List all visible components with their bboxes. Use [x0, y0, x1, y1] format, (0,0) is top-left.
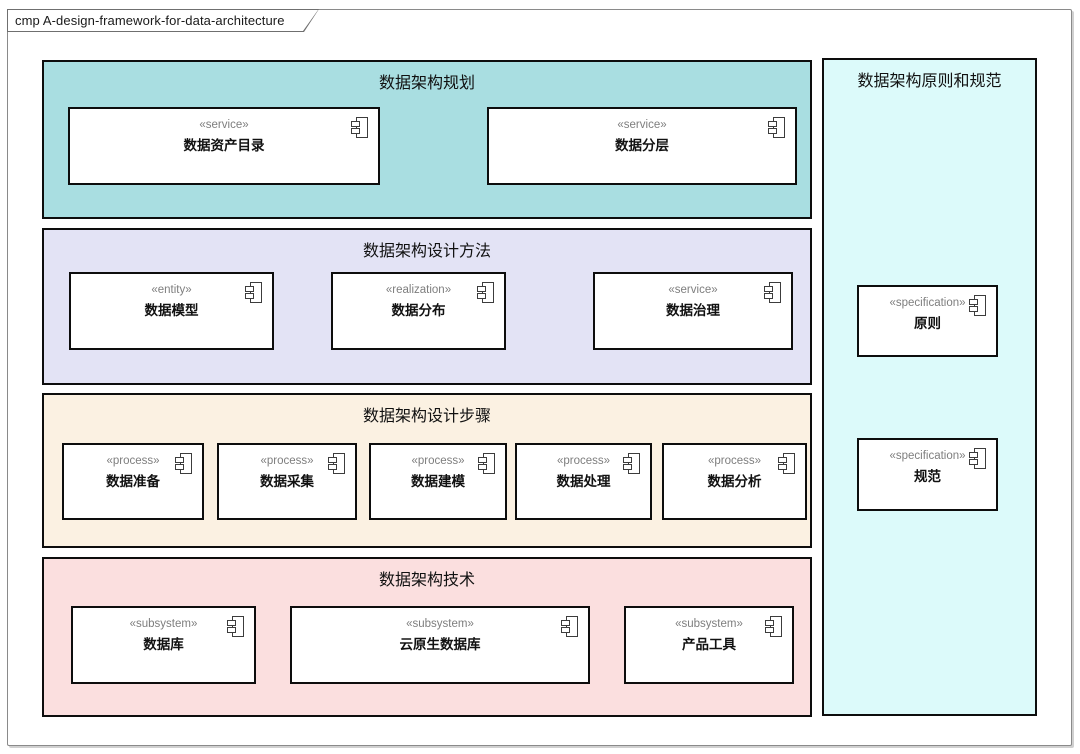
- stereotype-label: «process»: [260, 455, 314, 467]
- component-box[interactable]: «process» 数据建模: [369, 443, 507, 520]
- component-box[interactable]: «specification» 原则: [857, 285, 998, 357]
- uml-component-icon: [328, 453, 345, 474]
- component-name: 产品工具: [682, 637, 736, 653]
- stereotype-label: «subsystem»: [406, 618, 474, 630]
- uml-component-icon: [351, 117, 368, 138]
- component-box[interactable]: «process» 数据分析: [662, 443, 807, 520]
- stereotype-label: «specification»: [889, 450, 966, 462]
- component-box[interactable]: «process» 数据采集: [217, 443, 357, 520]
- uml-component-icon: [227, 616, 244, 637]
- group-title: 数据架构原则和规范: [857, 73, 1002, 90]
- component-name: 数据建模: [411, 474, 465, 490]
- component-name: 数据治理: [666, 303, 720, 319]
- group-title: 数据架构设计步骤: [362, 408, 491, 425]
- component-box[interactable]: «process» 数据准备: [62, 443, 204, 520]
- uml-component-icon: [765, 616, 782, 637]
- group-title: 数据架构设计方法: [362, 243, 491, 260]
- component-box[interactable]: «specification» 规范: [857, 438, 998, 511]
- group-title: 数据架构规划: [378, 75, 475, 92]
- group-data-architecture-technology[interactable]: 数据架构技术 «subsystem»数据库«subsystem»云原生数据库«s…: [42, 557, 812, 717]
- component-name: 云原生数据库: [399, 637, 481, 653]
- group-data-architecture-design-methods[interactable]: 数据架构设计方法 «entity» 数据模型 «realization» 数据分布 «s…: [42, 228, 812, 385]
- stereotype-label: «service»: [617, 119, 667, 131]
- component-name: 数据准备: [106, 474, 160, 490]
- component-box[interactable]: «service» 数据治理: [593, 272, 793, 350]
- component-name: 原则: [914, 316, 941, 332]
- uml-component-icon: [768, 117, 785, 138]
- uml-component-icon: [778, 453, 795, 474]
- stereotype-label: «process»: [411, 455, 465, 467]
- uml-component-icon: [245, 282, 262, 303]
- component-name: 规范: [914, 469, 941, 485]
- uml-component-icon: [477, 282, 494, 303]
- component-name: 数据分层: [615, 138, 669, 154]
- component-box[interactable]: «service» 数据资产目录: [68, 107, 380, 185]
- component-name: 数据分析: [707, 474, 762, 490]
- component-name: 数据处理: [556, 474, 611, 490]
- frame-name-tab: cmp A-design-framework-for-data-architec…: [7, 9, 319, 32]
- component-name: 数据采集: [260, 474, 314, 490]
- stereotype-label: «service»: [199, 119, 249, 131]
- component-name: 数据分布: [391, 303, 446, 319]
- stereotype-label: «service»: [668, 284, 718, 296]
- uml-component-icon: [764, 282, 781, 303]
- component-box[interactable]: «subsystem» 云原生数据库: [290, 606, 590, 684]
- stereotype-label: «process»: [106, 455, 160, 467]
- component-box[interactable]: «service» 数据分层: [487, 107, 797, 185]
- group-data-architecture-design-steps[interactable]: 数据架构设计步骤 «process»数据准备«process»数据采集«proc…: [42, 393, 812, 548]
- stereotype-label: «process»: [556, 455, 611, 467]
- component-box[interactable]: «subsystem» 产品工具: [624, 606, 794, 684]
- frame-title: cmp A-design-framework-for-data-architec…: [15, 13, 285, 28]
- uml-component-icon: [969, 295, 986, 316]
- uml-component-icon: [175, 453, 192, 474]
- stereotype-label: «entity»: [151, 284, 192, 296]
- component-name: 数据资产目录: [183, 138, 265, 154]
- group-data-architecture-planning[interactable]: 数据架构规划 «service» 数据资产目录 «service» 数据分层: [42, 60, 812, 219]
- uml-component-icon: [478, 453, 495, 474]
- group-data-architecture-principles-and-standards[interactable]: 数据架构原则和规范 «specification»原则«specificatio…: [822, 58, 1037, 716]
- uml-component-icon: [561, 616, 578, 637]
- uml-component-icon: [623, 453, 640, 474]
- stereotype-label: «subsystem»: [675, 618, 743, 630]
- stereotype-label: «process»: [707, 455, 762, 467]
- uml-component-icon: [969, 448, 986, 469]
- group-title: 数据架构技术: [378, 572, 475, 589]
- component-name: 数据库: [143, 637, 184, 653]
- component-box[interactable]: «process» 数据处理: [515, 443, 652, 520]
- stereotype-label: «realization»: [385, 284, 452, 296]
- component-box[interactable]: «entity» 数据模型: [69, 272, 274, 350]
- component-name: 数据模型: [144, 303, 199, 319]
- stereotype-label: «subsystem»: [129, 618, 198, 630]
- stereotype-label: «specification»: [889, 297, 966, 309]
- component-box[interactable]: «subsystem» 数据库: [71, 606, 256, 684]
- component-box[interactable]: «realization» 数据分布: [331, 272, 506, 350]
